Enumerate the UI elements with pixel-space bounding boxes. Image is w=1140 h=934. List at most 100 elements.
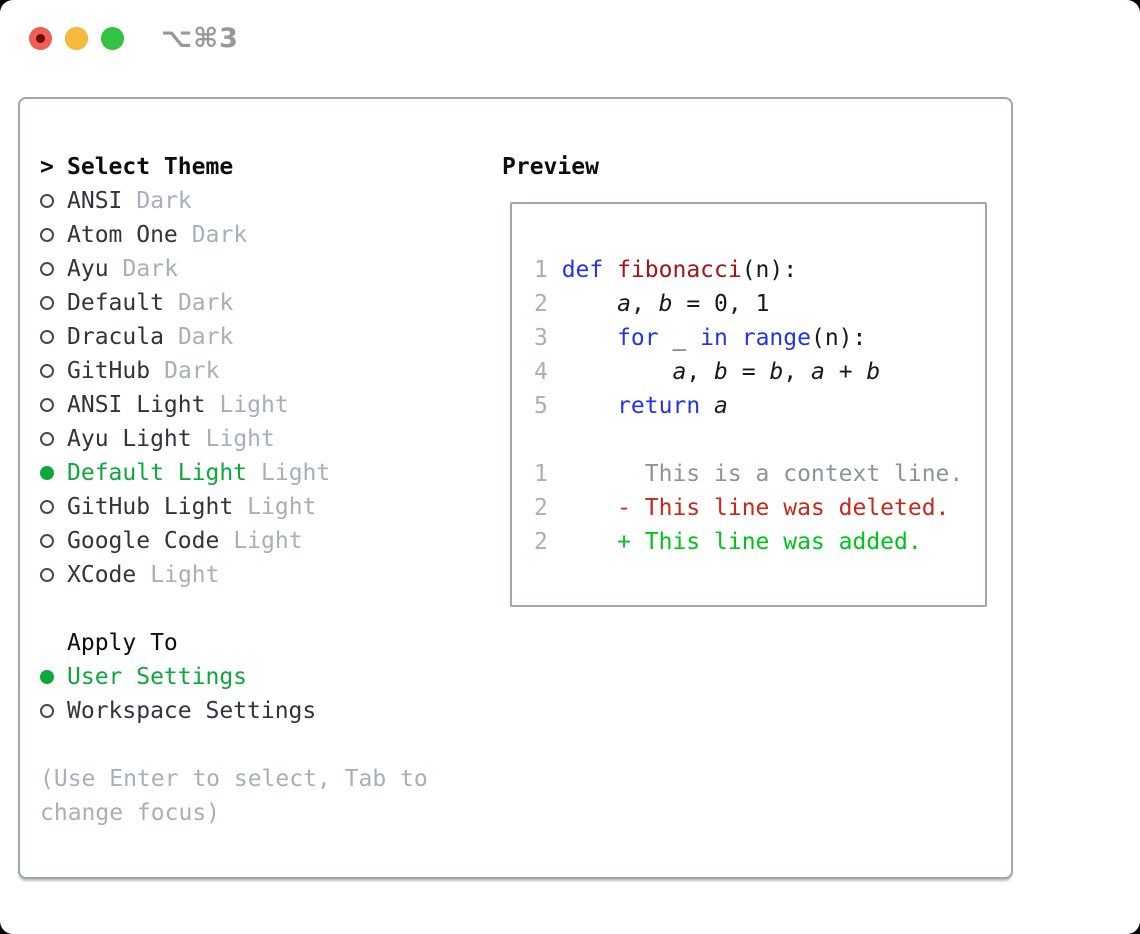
radio-icon (40, 364, 54, 378)
option-variant-label: Light (247, 494, 317, 520)
spacer-row (40, 592, 428, 626)
apply-option-workspace-settings[interactable]: Workspace Settings (40, 694, 428, 728)
preview-line: 2 a, b = 0, 1 (534, 287, 975, 321)
zoom-button[interactable] (101, 26, 124, 50)
radio-icon (40, 296, 54, 310)
option-variant-label: Light (150, 562, 220, 588)
line-number: 2 (534, 291, 548, 317)
preview-line: 1 This is a context line. (534, 457, 975, 491)
code-segment: return (617, 393, 701, 419)
code-segment: - This line was deleted. (561, 495, 950, 521)
code-segment: range (741, 325, 811, 351)
line-number: 3 (534, 325, 548, 351)
hint-line-2: change focus) (40, 800, 221, 826)
option-variant-label: Dark (191, 222, 248, 248)
option-label: Workspace Settings (67, 698, 317, 724)
preview-line (534, 423, 975, 457)
code-segment (562, 359, 673, 385)
radio-icon (40, 228, 54, 242)
radio-icon (40, 194, 54, 208)
code-segment (562, 325, 617, 351)
code-segment: + This line was added. (561, 529, 922, 555)
code-segment (562, 393, 617, 419)
theme-option-atom-one[interactable]: Atom One Dark (40, 218, 428, 252)
option-label: Atom One (67, 222, 178, 248)
option-variant-label: Light (233, 528, 303, 554)
option-variant-label: Dark (136, 188, 192, 214)
apply-to-header: Apply To (40, 626, 428, 660)
radio-icon (40, 330, 54, 344)
apply-to-title: Apply To (67, 630, 178, 656)
radio-selected-icon (40, 466, 54, 480)
radio-selected-icon (40, 670, 54, 684)
radio-icon (40, 500, 54, 514)
close-focus-dot (36, 33, 45, 43)
code-segment: , (686, 359, 715, 385)
minimize-button[interactable] (65, 26, 88, 50)
theme-option-github[interactable]: GitHub Dark (40, 354, 428, 388)
traffic-lights (29, 26, 137, 50)
preview-line: 5 return a (534, 389, 975, 423)
theme-option-ansi[interactable]: ANSI Dark (40, 184, 428, 218)
preview-line: 4 a, b = b, a + b (534, 355, 975, 389)
hint-text: (Use Enter to select, Tab to change focu… (40, 762, 428, 830)
preview-line: 3 for _ in range(n): (534, 321, 975, 355)
line-number: 4 (534, 359, 548, 385)
theme-list-header: > Select Theme (40, 150, 428, 184)
code-segment: , (630, 291, 659, 317)
code-segment: + (824, 359, 867, 385)
selection-cursor: > (40, 154, 54, 180)
line-number: 5 (534, 393, 548, 419)
code-segment: b (769, 359, 784, 385)
code-segment: fibonacci (617, 257, 742, 283)
option-variant-label: Dark (177, 290, 234, 316)
option-variant-label: Light (205, 426, 275, 452)
code-segment (700, 393, 714, 419)
radio-icon (40, 398, 54, 412)
option-variant-label: Light (261, 460, 331, 486)
radio-icon (40, 432, 54, 446)
preview-line: 2 + This line was added. (534, 525, 975, 559)
code-segment: _ (658, 325, 701, 351)
code-segment: (n): (810, 325, 867, 351)
radio-icon (40, 704, 54, 718)
code-segment (728, 325, 742, 351)
code-segment (562, 291, 617, 317)
code-segment: in (700, 325, 728, 351)
option-label: GitHub (67, 358, 151, 384)
option-label: ANSI (67, 188, 123, 214)
code-segment: This is a context line. (561, 461, 964, 487)
close-button[interactable] (29, 26, 52, 50)
code-segment: a (672, 359, 687, 385)
code-segment: b (658, 291, 673, 317)
code-segment: (n): (741, 257, 798, 283)
option-variant-label: Dark (164, 358, 220, 384)
apply-option-user-settings[interactable]: User Settings (40, 660, 428, 694)
line-number: 2 (534, 495, 548, 521)
radio-icon (40, 568, 54, 582)
theme-list-title: Select Theme (67, 154, 234, 180)
code-segment: a (714, 393, 728, 419)
code-segment: , (783, 359, 811, 385)
code-segment: a (811, 359, 825, 385)
window-title: ⌥⌘3 (161, 22, 239, 54)
option-variant-label: Dark (177, 324, 234, 350)
option-label: ANSI Light (67, 392, 206, 418)
code-segment: for (617, 325, 659, 351)
title-bar: ⌥⌘3 (0, 0, 1140, 76)
hint-line-1: (Use Enter to select, Tab to (40, 766, 428, 792)
